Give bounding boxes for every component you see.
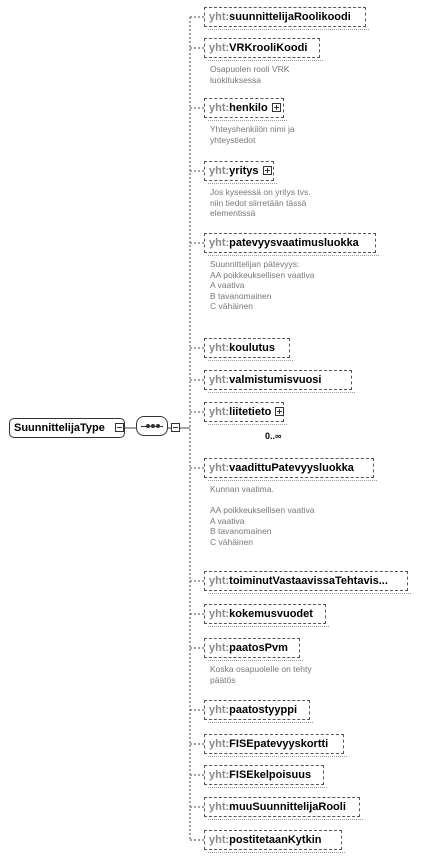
element-name: yritys [229,165,259,177]
expand-plus-icon[interactable] [262,165,272,175]
namespace-prefix: yht: [209,406,230,418]
namespace-prefix: yht: [209,374,230,386]
element-name: henkilo [229,102,268,114]
element-name: patevyysvaatimusluokka [229,237,359,249]
element-box[interactable]: yht:toiminutVastaavissaTehtavis... [204,571,411,594]
namespace-prefix: yht: [209,237,230,249]
element-description: Suunnittelijan pätevyys: AA poikkeuksell… [210,259,315,311]
element-name: toiminutVastaavissaTehtavis... [229,575,388,587]
element-name: postitetaanKytkin [229,834,322,846]
element-name: suunnittelijaRoolikoodi [229,11,351,23]
element-box[interactable]: yht:FISEkelpoisuus [204,765,327,788]
element-name: paatostyyppi [229,704,298,716]
namespace-prefix: yht: [209,608,230,620]
namespace-prefix: yht: [209,42,230,54]
element-box[interactable]: yht:patevyysvaatimusluokka [204,233,379,256]
namespace-prefix: yht: [209,834,230,846]
namespace-prefix: yht: [209,738,230,750]
element-box[interactable]: yht:VRKrooliKoodi [204,38,323,61]
occurrence-label: 0..∞ [265,431,282,441]
namespace-prefix: yht: [209,11,230,23]
element-description: Jos kyseessä on yritys tvs. niin tiedot … [210,187,311,218]
element-name: valmistumisvuosi [229,374,322,386]
root-type-box[interactable]: SuunnittelijaType [9,418,125,438]
element-box[interactable]: yht:paatostyyppi [204,700,313,723]
element-description: Yhteyshenkilön nimi ja yhteystiedot [210,124,295,145]
namespace-prefix: yht: [209,642,230,654]
element-box[interactable]: yht:vaadittuPatevyysluokka [204,458,377,481]
element-description: Osapuolen rooli VRK luokituksessa [210,64,290,85]
element-box[interactable]: yht:yritys [204,161,277,184]
element-box[interactable]: yht:valmistumisvuosi [204,370,355,393]
element-name: muuSuunnittelijaRooli [229,801,346,813]
namespace-prefix: yht: [209,342,230,354]
element-box[interactable]: yht:kokemusvuodet [204,604,329,627]
namespace-prefix: yht: [209,165,230,177]
element-box[interactable]: yht:paatosPvm [204,638,303,661]
element-box[interactable]: yht:suunnittelijaRoolikoodi [204,7,369,30]
expand-plus-icon[interactable] [275,406,285,416]
element-name: vaadittuPatevyysluokka [229,462,354,474]
sequence-compositor[interactable] [136,416,168,436]
element-description: Koska osapuolelle on tehty päätös [210,664,312,685]
namespace-prefix: yht: [209,575,230,587]
namespace-prefix: yht: [209,462,230,474]
element-box[interactable]: yht:henkilo [204,98,287,121]
element-name: paatosPvm [229,642,288,654]
element-box[interactable]: yht:FISEpatevyyskortti [204,734,347,757]
element-name: kokemusvuodet [229,608,313,620]
element-name: FISEkelpoisuus [229,769,312,781]
namespace-prefix: yht: [209,102,230,114]
expand-plus-icon[interactable] [271,102,281,112]
element-name: FISEpatevyyskortti [229,738,329,750]
element-name: VRKrooliKoodi [229,42,308,54]
namespace-prefix: yht: [209,704,230,716]
root-collapse-icon[interactable] [115,423,124,432]
sequence-collapse-icon[interactable] [171,423,180,432]
root-type-name: SuunnittelijaType [14,422,105,434]
element-box[interactable]: yht:liitetieto [204,402,287,425]
element-name: liitetieto [229,406,272,418]
namespace-prefix: yht: [209,769,230,781]
element-description: Kunnan vaatima. AA poikkeuksellisen vaat… [210,484,315,547]
namespace-prefix: yht: [209,801,230,813]
element-box[interactable]: yht:muuSuunnittelijaRooli [204,797,363,820]
element-box[interactable]: yht:postitetaanKytkin [204,830,345,853]
element-name: koulutus [229,342,276,354]
element-box[interactable]: yht:koulutus [204,338,293,361]
